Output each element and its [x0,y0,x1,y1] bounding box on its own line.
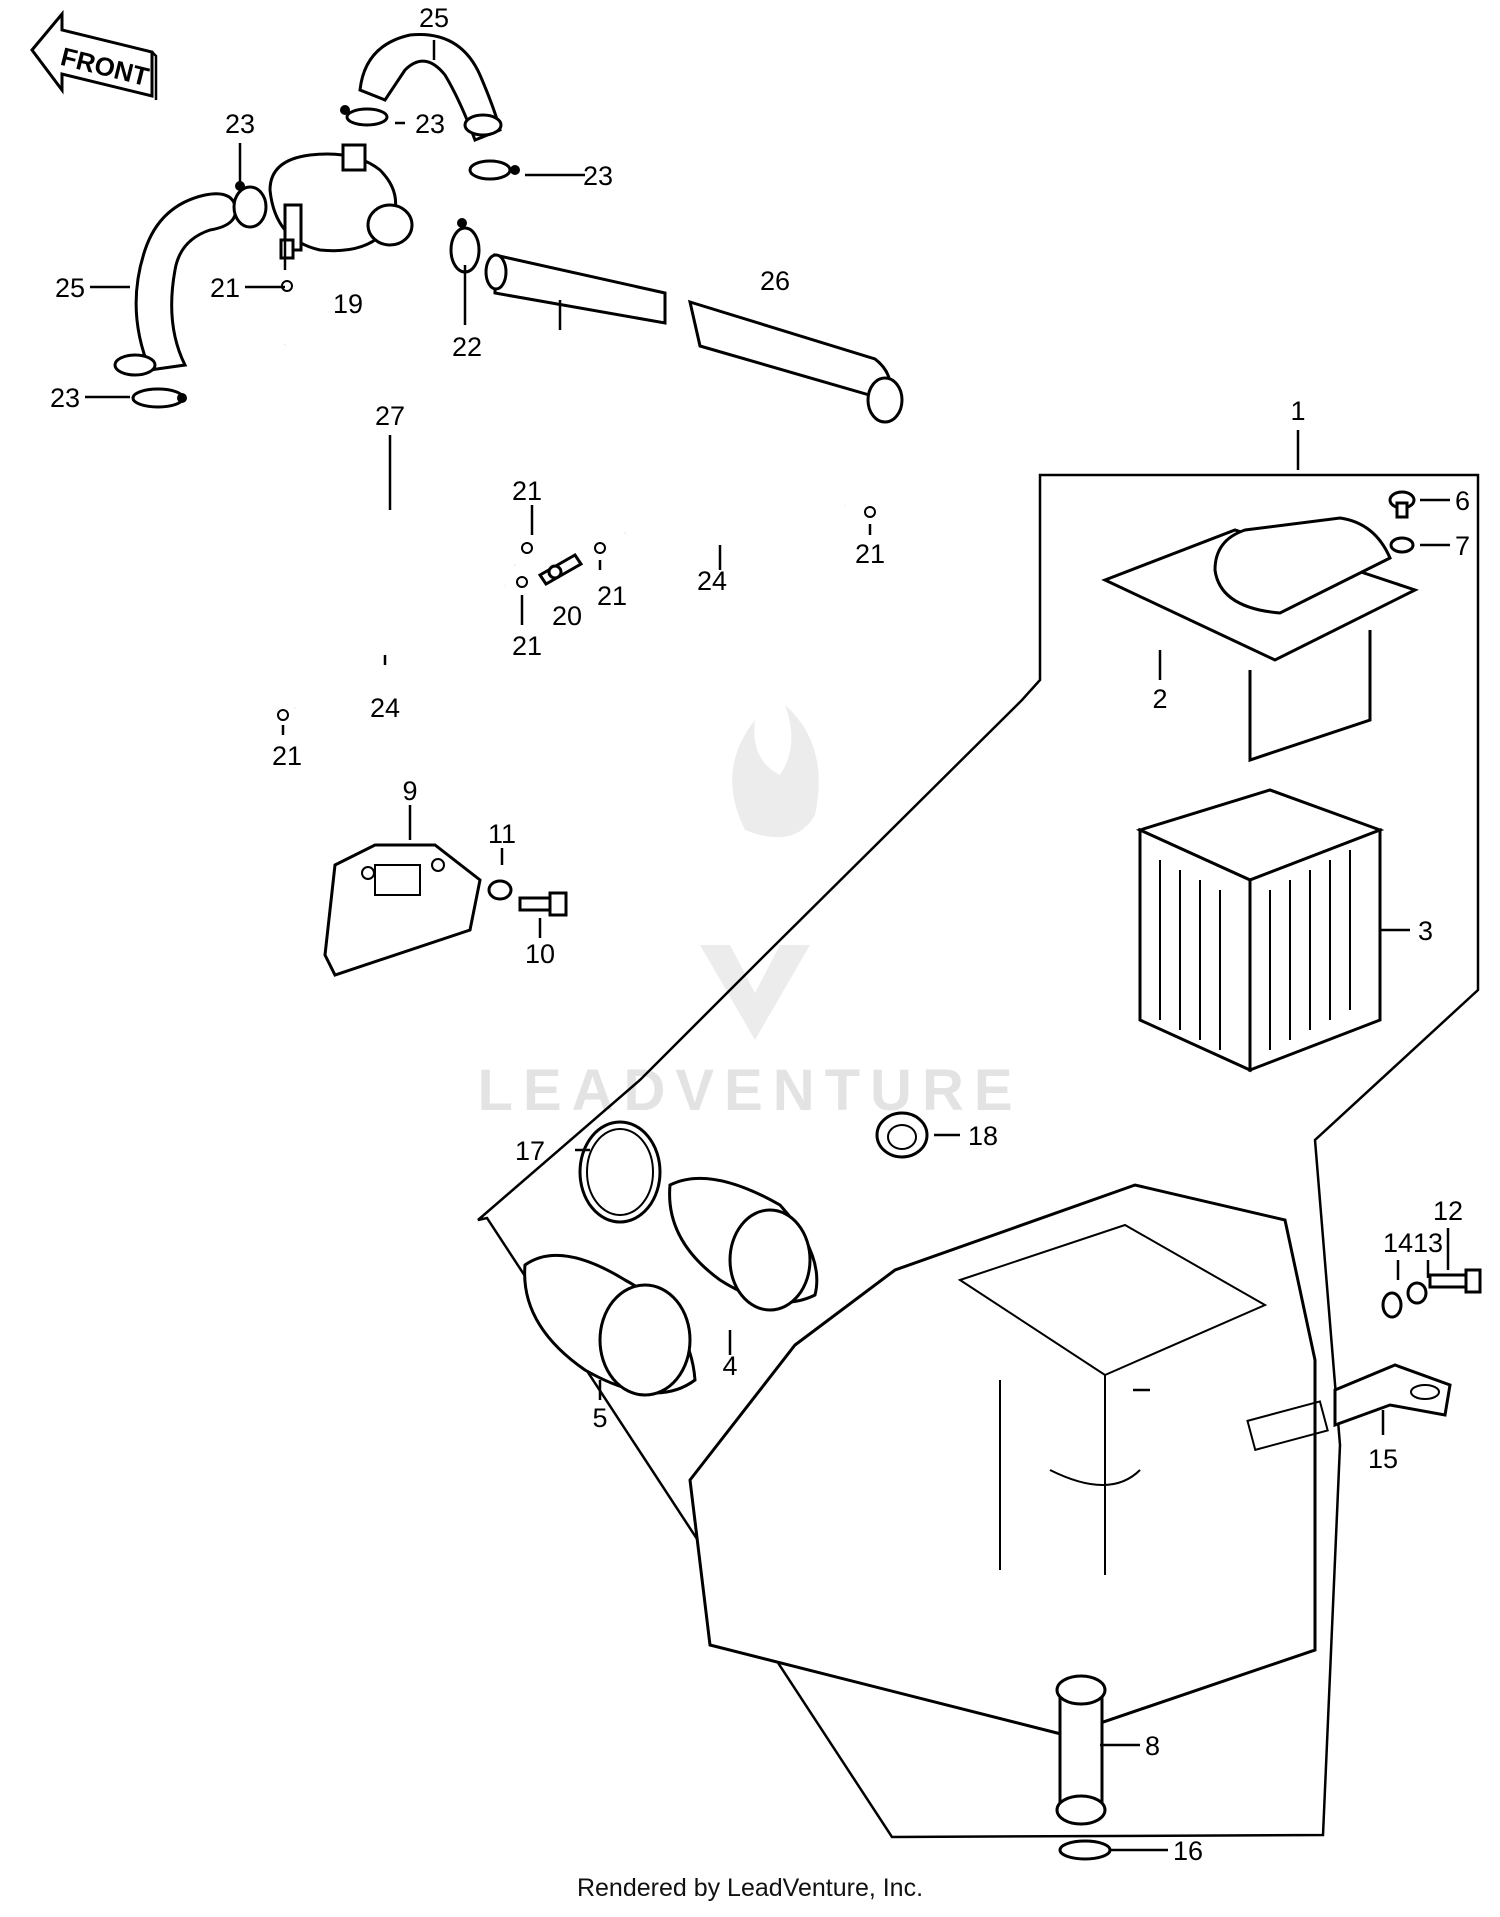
clamp-22 [449,218,481,274]
callout-23-c: 23 [583,161,613,191]
watermark: LEADVENTURE [477,705,1022,1123]
clamp-23-left [131,387,187,409]
duct-5 [523,1253,697,1397]
bracket-15 [1333,1363,1452,1428]
hose-25-top [358,33,503,142]
watermark-text: LEADVENTURE [477,1058,1022,1123]
bolt-12 [1428,1268,1482,1294]
callout-21-e: 21 [512,631,542,661]
callout-25-b: 25 [419,3,449,33]
air-valve-19 [268,143,414,260]
hose-24-left [291,582,506,710]
callout-24-b: 24 [370,693,400,723]
callout-21-f: 21 [272,741,302,771]
clamp-23-top [340,105,389,127]
callout-3: 3 [1418,916,1433,946]
washer-14 [1381,1291,1403,1319]
hose-26 [484,253,904,424]
callout-19: 19 [333,289,363,319]
callout-25-a: 25 [55,273,85,303]
callout-22: 22 [452,332,482,362]
callout-9: 9 [402,776,417,806]
airbox-case [688,1183,1329,1737]
grommet-18 [875,1111,929,1159]
clip-21-d [864,506,876,518]
callout-27: 27 [375,401,405,431]
bolt-10 [518,891,568,917]
callout-16: 16 [1173,1836,1203,1866]
clamp-23-right [468,159,520,181]
fitting-20 [537,553,584,586]
front-arrow: FRONT [30,9,158,100]
callout-23-d: 23 [50,383,80,413]
callout-17: 17 [515,1136,545,1166]
callout-5: 5 [592,1403,607,1433]
callout-24-a: 24 [697,566,727,596]
callout-14: 14 [1383,1228,1413,1258]
callout-4: 4 [722,1351,737,1381]
hose-27 [277,344,517,569]
bracket-9 [323,843,482,977]
callout-11: 11 [488,819,516,849]
cover-2 [1101,516,1419,763]
assembly-1-outline [477,430,1480,1839]
clip-21-f [277,709,289,721]
footer-credit: Rendered by LeadVenture, Inc. [576,1874,924,1902]
callout-10: 10 [525,939,555,969]
clamp-23-valve [232,181,268,229]
callout-21-a: 21 [210,273,240,303]
callout-21-b: 21 [512,476,542,506]
clip-21-e [516,576,528,588]
callout-23-a: 23 [415,109,445,139]
washer-13 [1406,1281,1428,1305]
callout-1: 1 [1290,396,1305,426]
callout-8: 8 [1145,1731,1160,1761]
element-3 [1135,788,1385,1073]
washer-7 [1389,536,1415,554]
washer-11 [487,879,513,901]
callout-labels: 1 2 3 4 5 6 7 8 9 10 11 12 13 14 15 16 1… [50,3,1470,1866]
callout-23-b: 23 [225,109,255,139]
callout-20: 20 [552,601,582,631]
callout-18: 18 [968,1121,998,1151]
callout-12: 12 [1433,1196,1463,1226]
callout-15: 15 [1368,1444,1398,1474]
callout-7: 7 [1455,531,1470,561]
clamp-16 [1058,1839,1112,1861]
callout-13: 13 [1413,1228,1443,1258]
hose-24-right [623,499,846,537]
clip-21-b [521,542,533,554]
screw-6 [1388,490,1416,519]
callout-6: 6 [1455,486,1470,516]
drain-8 [1055,1674,1107,1826]
callout-26: 26 [760,266,790,296]
leader-lines [85,40,1450,1852]
clip-21-c [594,542,606,554]
callout-21-d: 21 [855,539,885,569]
callout-2: 2 [1152,684,1167,714]
o-ring-17 [578,1120,662,1224]
duct-4 [668,1176,819,1312]
callout-21-c: 21 [597,581,627,611]
